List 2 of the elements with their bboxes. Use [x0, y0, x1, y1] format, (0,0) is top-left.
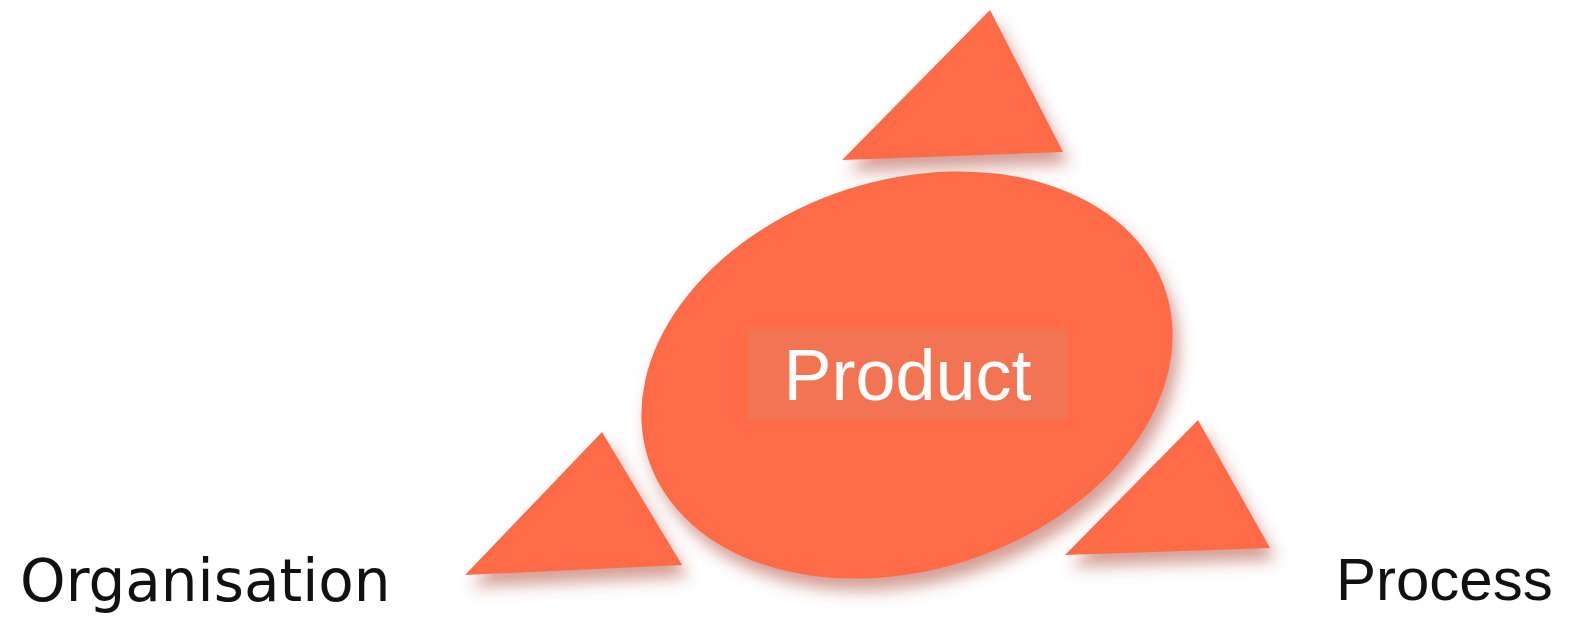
node-label: Product [747, 329, 1068, 421]
caption-text: Process [1336, 550, 1553, 610]
